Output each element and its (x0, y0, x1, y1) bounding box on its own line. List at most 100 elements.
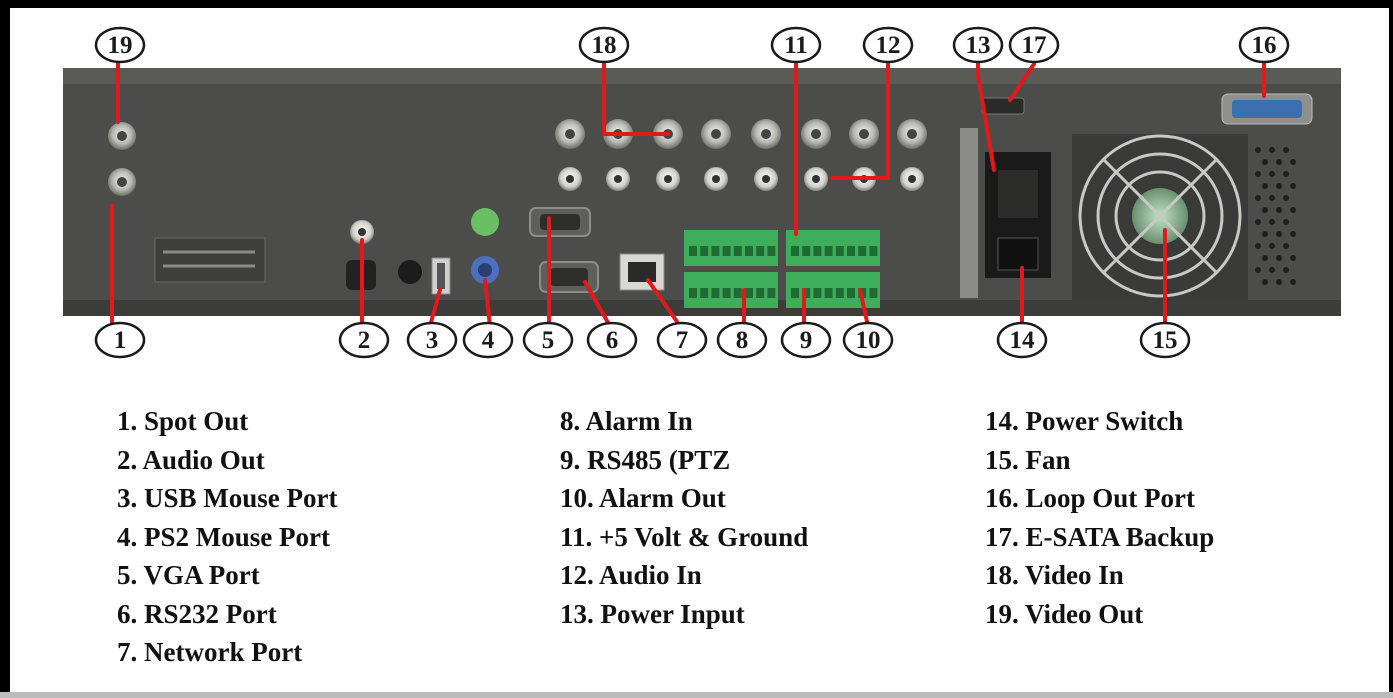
callout-circle (522, 321, 574, 359)
vent-hole (1283, 267, 1289, 273)
legend-item: 16. Loop Out Port (985, 483, 1196, 513)
bnc-port-center (907, 129, 917, 139)
vga-port (529, 207, 591, 237)
rca-port-center (712, 175, 720, 183)
legend-item: 5. VGA Port (117, 560, 260, 590)
vent-hole (1255, 147, 1261, 153)
pointer-17 (1008, 62, 1036, 102)
bnc-port-center (117, 131, 127, 141)
terminal-screw (835, 246, 844, 256)
terminal-screw (802, 246, 811, 256)
callout-number: 10 (856, 327, 881, 354)
terminal-screw (756, 288, 765, 298)
callout-circle (1139, 321, 1191, 359)
video-in-ports (555, 119, 927, 149)
callout-number: 9 (800, 327, 813, 354)
legend-item: 12. Audio In (560, 560, 702, 590)
fan (1072, 134, 1248, 300)
vent-hole (1255, 267, 1261, 273)
terminal-screws (689, 246, 878, 298)
terminal-screw (711, 288, 720, 298)
callout-number: 19 (108, 32, 133, 59)
callout-circle (1238, 26, 1290, 64)
vent-hole (1290, 231, 1296, 237)
callout-number: 8 (736, 327, 749, 354)
pointer-12 (830, 62, 890, 180)
vent-hole (1262, 207, 1268, 213)
vent-hole (1255, 219, 1261, 225)
legend-item: 3. USB Mouse Port (117, 483, 338, 513)
callout-circle (770, 26, 822, 64)
callout-circle (996, 321, 1048, 359)
vga-port-pins (540, 214, 580, 230)
vent-hole (1283, 195, 1289, 201)
network-port (619, 253, 665, 291)
fan-guard-outer (1078, 134, 1242, 298)
vent-hole (1276, 231, 1282, 237)
callout-number: 1 (114, 327, 127, 354)
vent-hole (1262, 183, 1268, 189)
legend-item: 13. Power Input (560, 598, 745, 629)
callout-circle (952, 26, 1004, 64)
vent-hole (1276, 207, 1282, 213)
terminal-screw (847, 246, 855, 256)
callout-9: 9 (780, 321, 832, 359)
callout-number: 18 (592, 32, 617, 59)
callout-number: 16 (1252, 32, 1277, 59)
callout-1: 1 (94, 321, 146, 359)
legend-item: 19. Video Out (985, 598, 1144, 629)
vent-hole (1290, 183, 1296, 189)
terminal-screw (767, 288, 776, 298)
callout-circle (780, 321, 832, 359)
vent-hole (1283, 243, 1289, 249)
vent-hole (1269, 243, 1275, 249)
dc-jack (398, 260, 422, 284)
terminal-screw (745, 246, 753, 256)
callout-circle (842, 321, 894, 359)
pointer-6 (583, 280, 612, 328)
callout-8: 8 (716, 321, 768, 359)
pointer-3 (428, 288, 442, 328)
pointer-7 (646, 278, 682, 328)
callout-circle (716, 321, 768, 359)
callout-number: 6 (606, 327, 619, 354)
rs232-port-pins (550, 268, 588, 286)
frame-right (1389, 0, 1393, 698)
frame-top (0, 0, 1393, 8)
callout-number: 3 (426, 327, 439, 354)
terminal-screw (869, 288, 878, 298)
vent-hole (1262, 159, 1268, 165)
terminal-screw (711, 246, 720, 256)
terminal-screw (745, 288, 753, 298)
terminal-screw (835, 288, 844, 298)
callout-number: 13 (966, 32, 991, 59)
fan-guard-spoke (1101, 157, 1219, 275)
vent-hole (1269, 267, 1275, 273)
terminal-screw (791, 246, 799, 256)
callout-15: 15 (1139, 321, 1191, 359)
vent-hole (1262, 255, 1268, 261)
audio-out-jack-center (358, 228, 366, 236)
callout-11: 11 (770, 26, 822, 64)
bnc-port-center (811, 129, 821, 139)
vent-hole (1283, 219, 1289, 225)
legend-item: 18. Video In (985, 560, 1124, 590)
vent-hole (1262, 231, 1268, 237)
callout-number: 14 (1010, 327, 1036, 354)
callout-12: 12 (862, 26, 914, 64)
esata-port (981, 97, 1025, 115)
vent-hole (1276, 255, 1282, 261)
fan-guard-ring (1096, 152, 1224, 280)
ps2-keyboard-port (471, 208, 499, 236)
bnc-port-center (859, 129, 869, 139)
callout-17: 17 (1008, 26, 1060, 64)
callout-5: 5 (522, 321, 574, 359)
vent-hole (1283, 147, 1289, 153)
network-port-shell (619, 253, 665, 291)
terminal-screw (756, 246, 765, 256)
terminal-screw (700, 288, 709, 298)
loop-out-port (1221, 93, 1313, 125)
terminal-screw (700, 246, 709, 256)
